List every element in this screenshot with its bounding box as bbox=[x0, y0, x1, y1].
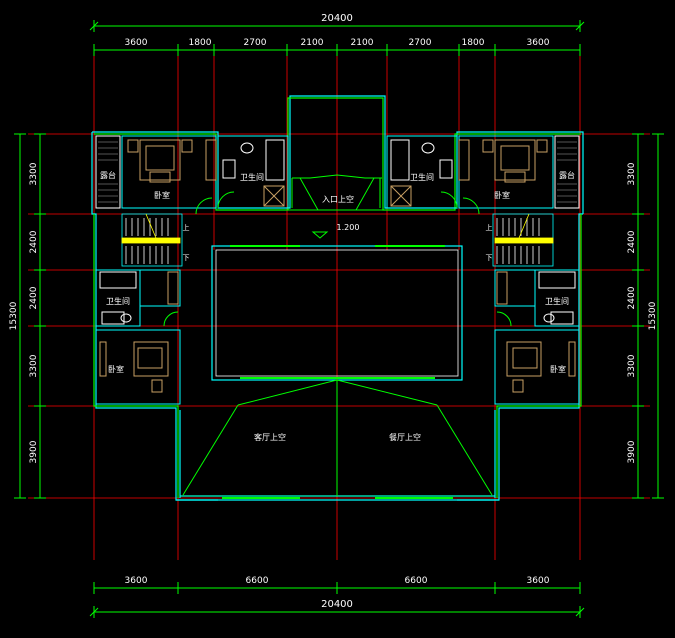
bottom-dim-2: 6600 bbox=[246, 576, 269, 586]
top-dim-4: 2100 bbox=[301, 38, 324, 48]
top-dim-6: 2700 bbox=[409, 38, 432, 48]
entrance-void-label: 入口上空 bbox=[322, 194, 354, 204]
top-dim-7: 1800 bbox=[462, 38, 485, 48]
bottom-dim-1: 3600 bbox=[125, 576, 148, 586]
top-dim-8: 3600 bbox=[527, 38, 550, 48]
balcony-right-label: 露台 bbox=[559, 170, 575, 180]
bedroom-top-right-label: 卧室 bbox=[494, 190, 510, 200]
top-dimension-chain bbox=[89, 20, 585, 56]
bedroom-bot-right-label: 卧室 bbox=[550, 364, 566, 374]
bedroom-top-left-label: 卧室 bbox=[154, 190, 170, 200]
bath-top-right-label: 卫生间 bbox=[410, 172, 434, 182]
right-dim-4: 3300 bbox=[627, 354, 637, 377]
right-lower-suite bbox=[494, 269, 580, 405]
left-dimension-chain bbox=[14, 133, 46, 499]
level-mark: 1.200 bbox=[337, 223, 360, 232]
top-total-dim: 20400 bbox=[321, 13, 353, 24]
stair-right-up: 上 bbox=[486, 223, 493, 232]
bottom-total-dim: 20400 bbox=[321, 599, 353, 610]
bath-top-left-label: 卫生间 bbox=[240, 172, 264, 182]
right-dim-3: 2400 bbox=[627, 286, 637, 309]
bottom-dim-4: 3600 bbox=[527, 576, 550, 586]
right-dim-2: 2400 bbox=[627, 230, 637, 253]
top-segment-dims: 3600 1800 2700 2100 2100 2700 1800 3600 bbox=[125, 38, 550, 48]
living-void-label: 客厅上空 bbox=[254, 432, 286, 442]
stair-left bbox=[121, 213, 183, 267]
left-dim-3: 2400 bbox=[29, 286, 39, 309]
stair-right bbox=[492, 213, 554, 267]
bath-mid-left-label: 卫生间 bbox=[106, 296, 130, 306]
stair-left-up: 上 bbox=[183, 223, 190, 232]
bottom-dim-3: 6600 bbox=[405, 576, 428, 586]
bath-mid-right-label: 卫生间 bbox=[545, 296, 569, 306]
left-segment-dims: 3300 2400 2400 3300 3900 bbox=[29, 162, 39, 463]
stair-left-down: 下 bbox=[183, 254, 190, 262]
left-dim-5: 3900 bbox=[29, 440, 39, 463]
right-dim-1: 3300 bbox=[627, 162, 637, 185]
left-dim-2: 2400 bbox=[29, 230, 39, 253]
right-total-dim: 15300 bbox=[648, 301, 658, 330]
balcony-left-label: 露台 bbox=[100, 170, 116, 180]
top-left-suite bbox=[95, 135, 289, 215]
right-dimension-chain bbox=[632, 133, 664, 499]
bottom-segment-dims: 3600 6600 6600 3600 bbox=[125, 576, 550, 586]
bottom-dimension-chain bbox=[89, 582, 585, 618]
right-segment-dims: 3300 2400 2400 3300 3900 bbox=[627, 162, 637, 463]
right-dim-5: 3900 bbox=[627, 440, 637, 463]
top-dim-1: 3600 bbox=[125, 38, 148, 48]
stair-right-down: 下 bbox=[486, 254, 493, 262]
top-dim-5: 2100 bbox=[351, 38, 374, 48]
bedroom-bot-left-label: 卧室 bbox=[108, 364, 124, 374]
left-lower-suite bbox=[95, 269, 181, 405]
lower-void bbox=[179, 379, 496, 499]
top-dim-3: 2700 bbox=[244, 38, 267, 48]
top-right-suite bbox=[386, 135, 580, 215]
top-dim-2: 1800 bbox=[189, 38, 212, 48]
left-dim-4: 3300 bbox=[29, 354, 39, 377]
left-total-dim: 15300 bbox=[9, 301, 19, 330]
left-dim-1: 3300 bbox=[29, 162, 39, 185]
dining-void-label: 餐厅上空 bbox=[389, 432, 421, 442]
